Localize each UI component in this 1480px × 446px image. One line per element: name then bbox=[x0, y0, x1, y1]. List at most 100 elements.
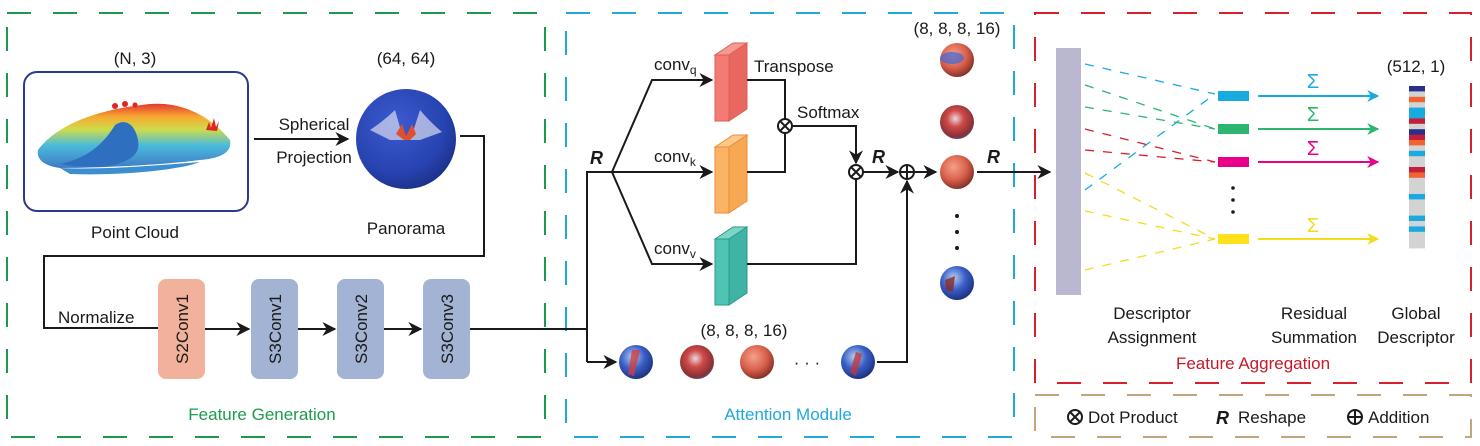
input-sphere-2 bbox=[680, 345, 714, 379]
feature-generation-frame bbox=[6, 12, 546, 438]
descriptor-stripe-red bbox=[1409, 134, 1425, 141]
s2conv1-block bbox=[158, 279, 205, 379]
assignment-dashed-lines bbox=[1084, 63, 1216, 271]
descriptor-stripe-blue bbox=[1409, 215, 1425, 222]
s3conv2-block bbox=[337, 279, 384, 379]
descriptor-stripe-base bbox=[1409, 237, 1425, 243]
output-sphere-n bbox=[940, 266, 974, 300]
k-to-dot-line bbox=[747, 133, 786, 173]
reshape-symbol-input: R bbox=[590, 148, 603, 168]
softmax-label: Softmax bbox=[797, 103, 860, 122]
residual-summation-label-2: Summation bbox=[1271, 328, 1357, 347]
feature-generation-title: Feature Generation bbox=[188, 405, 335, 424]
descriptor-stripe-base bbox=[1409, 183, 1425, 189]
cluster-ellipsis-dot-3 bbox=[1231, 210, 1235, 214]
reshape-symbol-mid: R bbox=[872, 147, 885, 167]
cluster-ellipsis-dot-2 bbox=[1231, 198, 1235, 202]
global-descriptor-bar bbox=[1409, 86, 1425, 249]
s3conv3-block bbox=[423, 279, 470, 379]
conv-k-label: convk bbox=[654, 147, 697, 169]
cluster-ellipsis-dot-1 bbox=[1231, 186, 1235, 190]
cluster-blue bbox=[1218, 91, 1249, 101]
descriptor-assignment-label-1: Descriptor bbox=[1113, 304, 1191, 323]
normalize-label: Normalize bbox=[58, 308, 135, 327]
descriptor-assignment-bar bbox=[1056, 48, 1081, 295]
branch-v bbox=[611, 171, 714, 271]
output-ellipsis-dot-2 bbox=[955, 230, 959, 234]
q-to-dot-line bbox=[747, 79, 786, 119]
descriptor-stripe-base bbox=[1409, 242, 1425, 249]
descriptor-assignment-label-2: Assignment bbox=[1108, 328, 1197, 347]
addition-node bbox=[899, 164, 915, 180]
cluster-green bbox=[1218, 124, 1249, 134]
descriptor-stripe-base bbox=[1409, 199, 1425, 206]
panorama-shape: (64, 64) bbox=[377, 49, 436, 68]
cluster-magenta bbox=[1218, 157, 1249, 167]
s2conv1-label: S2Conv1 bbox=[173, 294, 192, 364]
assign-line-red-2 bbox=[1084, 149, 1216, 163]
descriptor-stripe-navy bbox=[1409, 86, 1425, 92]
descriptor-stripe-base bbox=[1409, 204, 1425, 211]
panorama-label: Panorama bbox=[367, 219, 446, 238]
descriptor-stripe-base bbox=[1409, 102, 1425, 108]
assign-line-yellow-1 bbox=[1084, 172, 1216, 240]
global-descriptor-label-1: Global bbox=[1391, 304, 1440, 323]
global-descriptor-label-2: Descriptor bbox=[1377, 328, 1455, 347]
descriptor-stripe-blue bbox=[1409, 194, 1425, 200]
legend-dot-product-label: Dot Product bbox=[1088, 408, 1178, 427]
input-shape-label: (8, 8, 8, 16) bbox=[701, 321, 788, 340]
dot-product-attn-v bbox=[848, 164, 864, 180]
descriptor-stripe-blue bbox=[1409, 226, 1425, 233]
descriptor-stripe-base bbox=[1409, 145, 1425, 152]
input-ellipsis: · · · bbox=[794, 353, 820, 372]
panorama-to-normalize-connector bbox=[43, 135, 485, 329]
reshape-symbol-output: R bbox=[987, 147, 1000, 167]
descriptor-stripe-base bbox=[1409, 231, 1425, 238]
output-sphere-2 bbox=[940, 105, 974, 139]
s3conv2-label: S3Conv2 bbox=[352, 294, 371, 364]
s3conv1-label: S3Conv1 bbox=[266, 294, 285, 364]
assign-line-blue-1 bbox=[1084, 63, 1216, 95]
panorama-sphere bbox=[356, 89, 456, 189]
assign-line-green-1 bbox=[1084, 84, 1216, 130]
softmax-arrow bbox=[792, 125, 863, 165]
descriptor-stripe-blue bbox=[1409, 107, 1425, 114]
reshape-icon: R bbox=[1216, 408, 1229, 428]
descriptor-stripe-base bbox=[1409, 91, 1425, 98]
assign-line-yellow-2 bbox=[1084, 210, 1216, 240]
output-shape-label: (8, 8, 8, 16) bbox=[914, 19, 1001, 38]
descriptor-stripe-base bbox=[1409, 188, 1425, 195]
descriptor-stripe-red bbox=[1409, 167, 1425, 173]
transpose-label: Transpose bbox=[754, 57, 834, 76]
legend-frame bbox=[1034, 394, 1472, 438]
sum-symbol-blue: Σ bbox=[1307, 71, 1319, 93]
global-descriptor-shape: (512, 1) bbox=[1387, 57, 1446, 76]
attention-module-title: Attention Module bbox=[724, 405, 852, 424]
descriptor-stripe-navy bbox=[1409, 129, 1425, 135]
split-trunk bbox=[586, 171, 612, 362]
assign-line-red-1 bbox=[1084, 128, 1216, 163]
branch-q bbox=[611, 73, 714, 173]
assign-line-green-2 bbox=[1084, 106, 1216, 130]
descriptor-stripe-orange bbox=[1409, 96, 1425, 103]
v-to-dot-line bbox=[747, 179, 857, 265]
descriptor-stripe-base bbox=[1409, 177, 1425, 184]
output-sphere-3 bbox=[940, 155, 974, 189]
sum-symbol-magenta: Σ bbox=[1307, 138, 1319, 160]
conv-v-label: convv bbox=[654, 239, 696, 261]
descriptor-stripe-blue bbox=[1409, 150, 1425, 157]
projection-label-line2: Projection bbox=[276, 148, 352, 167]
point-cloud-image bbox=[37, 101, 231, 175]
cluster-yellow bbox=[1218, 234, 1249, 244]
point-cloud-label: Point Cloud bbox=[91, 223, 179, 242]
descriptor-stripe-red bbox=[1409, 118, 1425, 125]
feature-aggregation-frame bbox=[1034, 12, 1472, 384]
legend-reshape-label: Reshape bbox=[1238, 408, 1306, 427]
conv-q-block bbox=[713, 42, 749, 122]
input-sphere-3 bbox=[740, 345, 774, 379]
assign-line-blue-2 bbox=[1084, 93, 1216, 191]
descriptor-stripe-orange bbox=[1409, 172, 1425, 179]
output-ellipsis-dot-1 bbox=[955, 214, 959, 218]
descriptor-stripe-base bbox=[1409, 161, 1425, 168]
